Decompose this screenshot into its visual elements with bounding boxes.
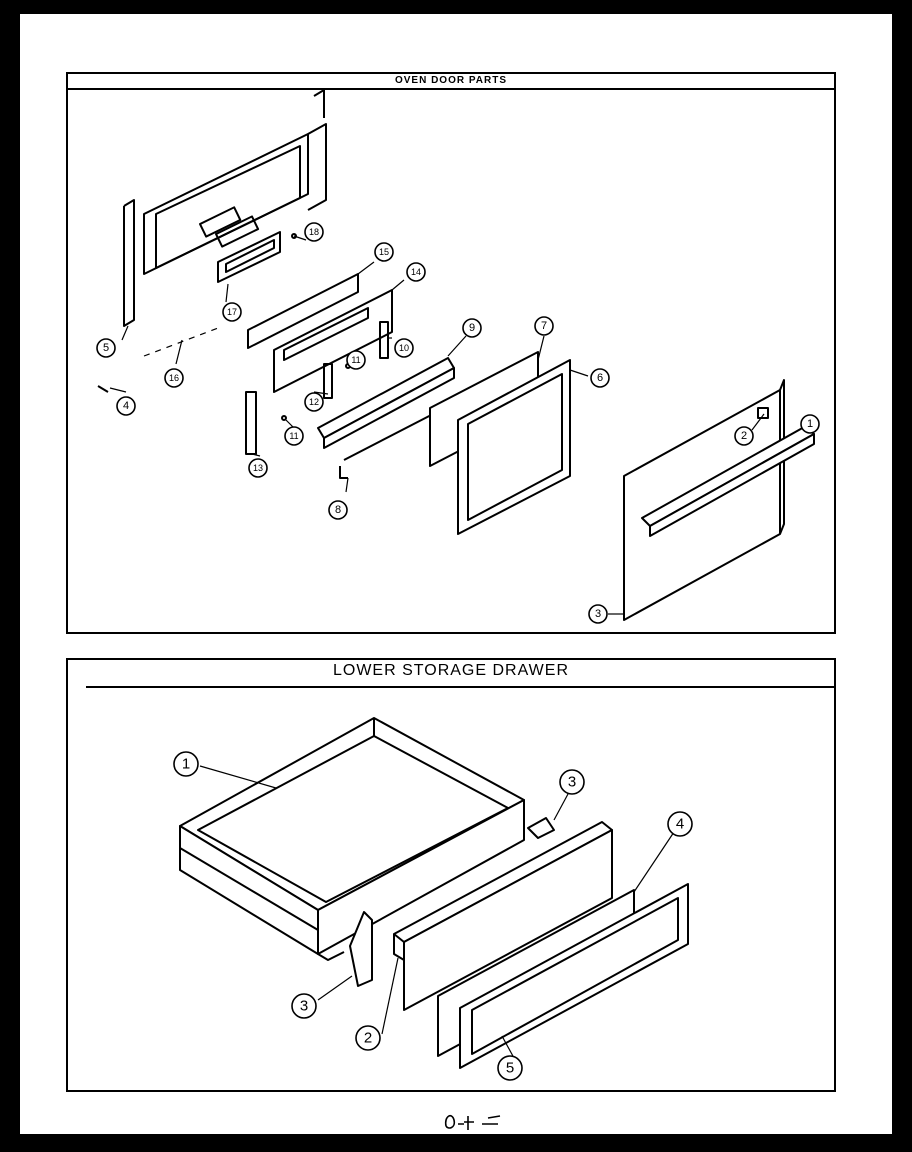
callout-16: 16 [164,368,184,388]
drawer-front-frame [459,883,689,1069]
drawer-slide-left [349,911,373,987]
small-hardware [97,233,351,421]
drawer-callout-1: 1 [173,751,199,777]
handwritten-signature [444,1114,501,1130]
oven-panel-title: OVEN DOOR PARTS [394,75,508,86]
drawer-title-rule [86,686,834,688]
drawer-callout-4: 4 [667,811,693,837]
svg-text:11: 11 [289,431,298,441]
callout-17: 17 [222,302,242,322]
svg-text:3: 3 [595,608,601,620]
inner-door-frame [143,89,327,275]
svg-text:6: 6 [597,372,603,384]
callout-12: 12 [304,392,324,412]
callout-1: 1 [800,414,820,434]
svg-text:1: 1 [182,756,190,773]
outer-door-panel [623,379,815,621]
oven-door-exploded-view: 1 2 3 4 5 6 7 8 9 10 11 11 12 13 14 15 1… [96,89,820,624]
svg-text:1: 1 [807,418,813,430]
callout-11a: 11 [346,350,366,370]
svg-text:8: 8 [335,504,341,516]
drawer-panel-title: LOWER STORAGE DRAWER [332,662,570,679]
glass-channels [245,321,389,455]
vent-assembly [217,231,281,283]
svg-text:3: 3 [300,998,308,1015]
callout-8: 8 [328,500,348,520]
callout-6: 6 [590,368,610,388]
svg-text:2: 2 [741,430,747,442]
drawer-callout-3-left: 3 [291,993,317,1019]
parts-diagram-sheet: OVEN DOOR PARTS [20,14,892,1134]
drawer-callout-2: 2 [355,1025,381,1051]
lower-storage-drawer-panel: LOWER STORAGE DRAWER [66,658,836,1092]
drawer-leader-lines [199,765,675,1059]
callout-11b: 11 [284,426,304,446]
svg-text:2: 2 [364,1030,372,1047]
callout-9: 9 [462,318,482,338]
svg-text:7: 7 [541,320,547,332]
svg-text:5: 5 [103,342,109,354]
svg-text:11: 11 [351,355,360,365]
window-glass-and-frame [429,351,571,535]
storage-drawer-exploded-view: 1 2 3 3 4 5 [173,717,693,1081]
drawer-callout-5: 5 [497,1055,523,1081]
oven-door-parts-panel: OVEN DOOR PARTS [66,72,836,634]
svg-text:17: 17 [227,307,237,317]
svg-text:13: 13 [253,463,263,473]
drawer-callout-3-right: 3 [559,769,585,795]
svg-text:9: 9 [469,322,475,334]
svg-text:15: 15 [379,247,389,257]
svg-text:10: 10 [399,343,409,353]
door-insulation [247,273,393,393]
callout-7: 7 [534,316,554,336]
svg-text:4: 4 [676,816,684,833]
callout-15: 15 [374,242,394,262]
oven-title-rule [68,88,834,90]
callout-14: 14 [406,262,426,282]
drawer-slide-right [527,817,555,839]
callout-2: 2 [734,426,754,446]
svg-text:12: 12 [309,397,319,407]
callout-3: 3 [588,604,608,624]
svg-text:14: 14 [411,267,421,277]
svg-text:3: 3 [568,774,576,791]
door-hinge [123,199,135,327]
callout-5: 5 [96,338,116,358]
drawer-front [393,821,613,1011]
svg-text:16: 16 [169,373,179,383]
svg-text:5: 5 [506,1060,514,1077]
callout-13: 13 [248,458,268,478]
callout-4: 4 [116,396,136,416]
svg-text:18: 18 [309,227,319,237]
svg-text:4: 4 [123,400,129,412]
callout-10: 10 [394,338,414,358]
drawer-body [179,717,525,961]
callout-18: 18 [304,222,324,242]
